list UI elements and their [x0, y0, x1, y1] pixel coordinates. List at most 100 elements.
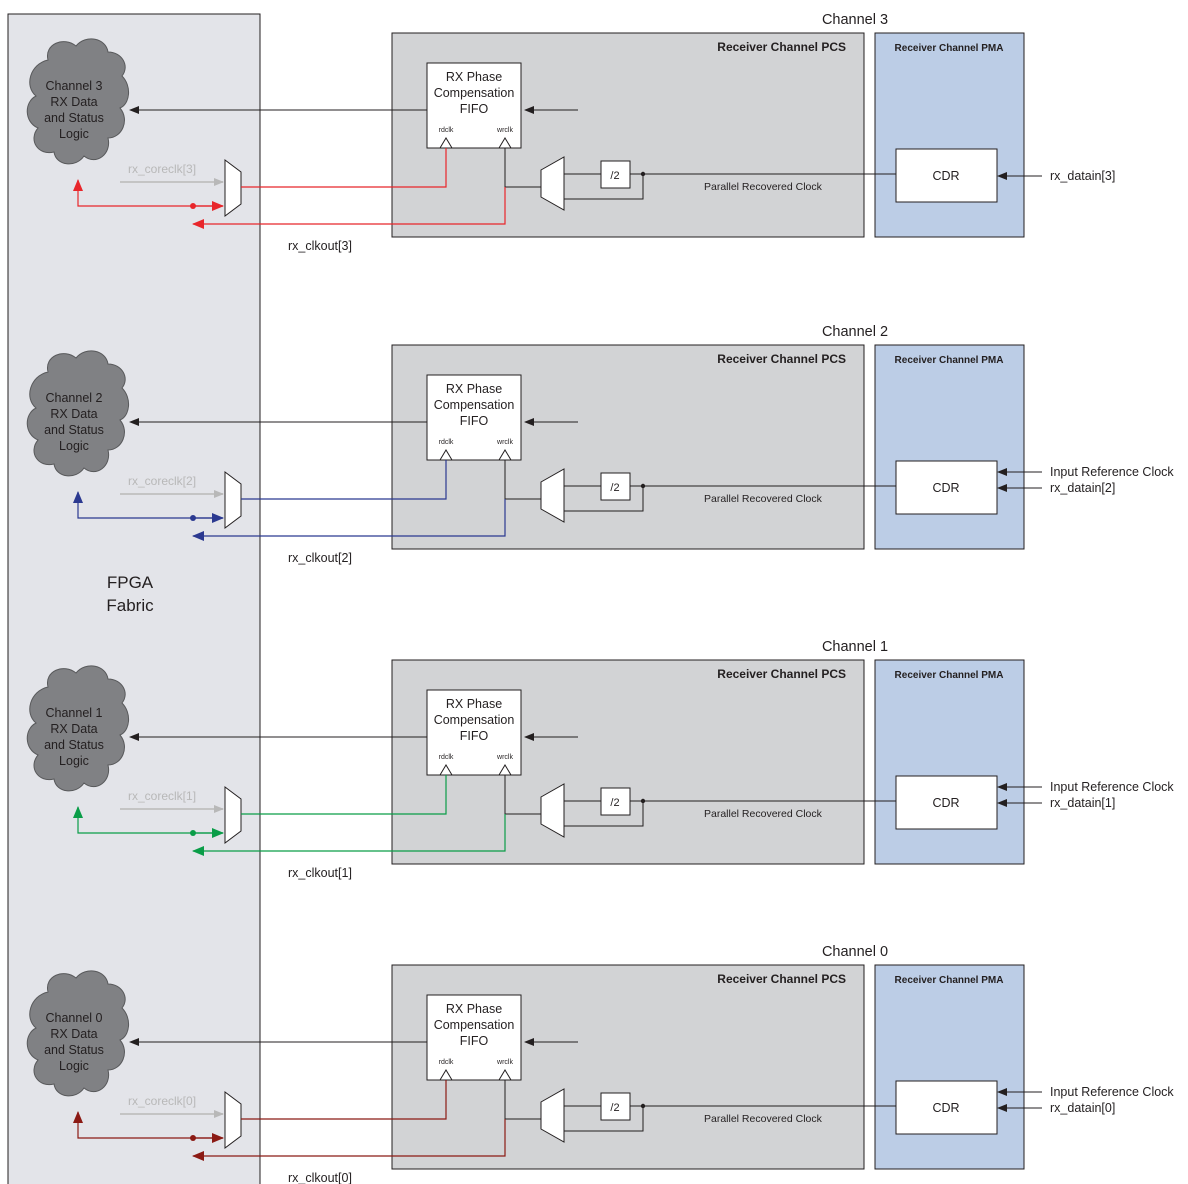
divide-by-2-label: /2: [610, 1102, 619, 1114]
fifo-label-line2: Compensation: [434, 86, 515, 100]
rx-clkout-label: rx_clkout[3]: [288, 239, 352, 253]
rdclk-label: rdclk: [439, 1059, 454, 1066]
rx-clkout-line: [192, 499, 506, 541]
logic-label-line4: Logic: [59, 754, 89, 768]
channel-block: Channel 3 Receiver Channel PCS Receiver …: [26, 12, 1115, 253]
cdr-block: [895, 148, 998, 203]
rx-logic-cloud: [26, 38, 129, 165]
rdclk-port-icon: [439, 137, 453, 149]
fabric-clock-mux: [224, 786, 242, 844]
ref-clock-label: Input Reference Clock: [1050, 465, 1174, 479]
rdclk-label: rdclk: [439, 754, 454, 761]
bypass-line: [564, 486, 644, 512]
rx-phase-comp-fifo: [426, 689, 522, 776]
rdclk-label: rdclk: [439, 127, 454, 134]
wrclk-label: wrclk: [496, 1059, 513, 1066]
rx-coreclk-label: rx_coreclk[3]: [128, 162, 196, 176]
bypass-line: [564, 801, 644, 827]
rdclk-port-icon: [439, 764, 453, 776]
rx-datain-label: rx_datain[2]: [1050, 481, 1115, 495]
fifo-label-line3: FIFO: [460, 414, 489, 428]
rx-coreclk-label: rx_coreclk[1]: [128, 789, 196, 803]
channel-title: Channel 1: [822, 639, 888, 655]
fifo-label-line2: Compensation: [434, 713, 515, 727]
fifo-label-line2: Compensation: [434, 1018, 515, 1032]
rdclk-feed-line: [241, 775, 447, 815]
cdr-block: [895, 460, 998, 515]
rx-coreclk-label: rx_coreclk[0]: [128, 1094, 196, 1108]
rx-clkout-line: [192, 187, 506, 229]
logic-clock-line: [73, 491, 223, 519]
divide-by-2-label: /2: [610, 170, 619, 182]
recovered-clock-label: Parallel Recovered Clock: [704, 1113, 823, 1125]
rx-logic-cloud: [26, 665, 129, 792]
fabric-label-line2: Fabric: [106, 596, 154, 615]
cdr-block: [895, 775, 998, 830]
bypass-line: [564, 174, 644, 200]
clock-branch-dot: [190, 830, 196, 836]
rx-clkout-label: rx_clkout[2]: [288, 551, 352, 565]
clock-branch-dot: [190, 203, 196, 209]
pcs-title: Receiver Channel PCS: [717, 972, 846, 986]
wrclk-label: wrclk: [496, 754, 513, 761]
rx-coreclk-label: rx_coreclk[2]: [128, 474, 196, 488]
clock-branch-dot: [190, 515, 196, 521]
logic-label-line3: and Status: [44, 738, 104, 752]
fifo-label-line1: RX Phase: [446, 70, 502, 84]
rdclk-feed-line: [241, 460, 447, 500]
fabric-clock-mux: [224, 159, 242, 217]
pma-title: Receiver Channel PMA: [895, 975, 1004, 986]
logic-label-line1: Channel 0: [46, 1011, 103, 1025]
channel-title: Channel 3: [822, 12, 888, 28]
logic-label-line2: RX Data: [50, 95, 97, 109]
rx-phase-comp-fifo: [426, 62, 522, 149]
logic-label-line2: RX Data: [50, 407, 97, 421]
rx-clkout-line: [192, 814, 506, 856]
ref-clock-label: Input Reference Clock: [1050, 780, 1174, 794]
cdr-label: CDR: [932, 169, 959, 183]
rx-datain-label: rx_datain[3]: [1050, 169, 1115, 183]
logic-label-line3: and Status: [44, 111, 104, 125]
recovered-clock-mux: [540, 156, 565, 211]
fabric-clock-mux: [224, 1091, 242, 1149]
divide-by-2-block: [600, 1092, 631, 1121]
channel-blocks: Channel 3 Receiver Channel PCS Receiver …: [26, 12, 1174, 1184]
logic-label-line2: RX Data: [50, 722, 97, 736]
rdclk-port-icon: [439, 1069, 453, 1081]
logic-label-line2: RX Data: [50, 1027, 97, 1041]
fifo-label-line1: RX Phase: [446, 1002, 502, 1016]
divide-by-2-label: /2: [610, 482, 619, 494]
pma-block: [874, 344, 1025, 550]
wrclk-label: wrclk: [496, 439, 513, 446]
pma-title: Receiver Channel PMA: [895, 670, 1004, 681]
rx-logic-cloud: [26, 350, 129, 477]
channel-block: Channel 0 Receiver Channel PCS Receiver …: [26, 944, 1174, 1184]
channel-block: Channel 2 Receiver Channel PCS Receiver …: [26, 324, 1174, 565]
rdclk-feed-line: [241, 148, 447, 188]
fabric-label-line1: FPGA: [107, 573, 154, 592]
fifo-label-line3: FIFO: [460, 729, 489, 743]
cdr-block: [895, 1080, 998, 1135]
divide-by-2-label: /2: [610, 797, 619, 809]
logic-clock-line: [73, 179, 223, 207]
fifo-label-line1: RX Phase: [446, 697, 502, 711]
logic-label-line1: Channel 3: [46, 79, 103, 93]
rx-clkout-label: rx_clkout[1]: [288, 866, 352, 880]
fifo-label-line1: RX Phase: [446, 382, 502, 396]
rx-datain-label: rx_datain[1]: [1050, 796, 1115, 810]
logic-clock-line: [73, 806, 223, 834]
rdclk-feed-line: [241, 1080, 447, 1120]
pcs-title: Receiver Channel PCS: [717, 40, 846, 54]
recovered-clock-mux: [540, 1088, 565, 1143]
pma-title: Receiver Channel PMA: [895, 43, 1004, 54]
wrclk-port-icon: [498, 1069, 512, 1081]
channel-title: Channel 2: [822, 324, 888, 340]
wrclk-port-icon: [498, 449, 512, 461]
bypass-line: [564, 1106, 644, 1132]
logic-label-line4: Logic: [59, 439, 89, 453]
wrclk-label: wrclk: [496, 127, 513, 134]
logic-label-line4: Logic: [59, 1059, 89, 1073]
fabric-clock-mux: [224, 471, 242, 529]
pcs-title: Receiver Channel PCS: [717, 352, 846, 366]
